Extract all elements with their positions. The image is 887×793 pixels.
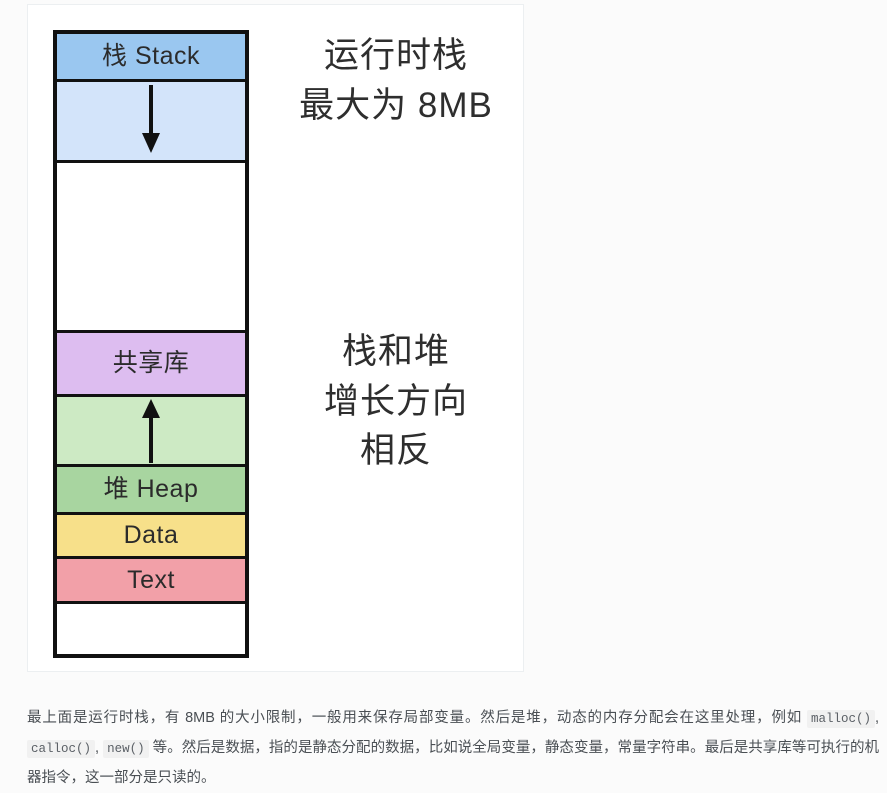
memory-block-data: Data	[57, 515, 245, 559]
memory-block-label-text: Text	[127, 565, 175, 594]
memory-block-stack: 栈 Stack	[57, 34, 245, 82]
annotation-growth-note-line3: 相反	[359, 431, 432, 471]
memory-block-text: Text	[57, 559, 245, 604]
memory-block-unused-gap	[57, 163, 245, 333]
annotation-growth-note-line1: 栈和堆	[341, 332, 450, 371]
annotation-growth-note-line2: 增长方向	[323, 381, 468, 421]
caption-paragraph: 最上面是运行时栈，有 8MB 的大小限制，一般用来保存局部变量。然后是堆，动态的…	[27, 703, 879, 793]
memory-block-bottom-pad	[57, 604, 245, 644]
figure-card: 栈 Stack 共享库 堆 Heap	[27, 4, 524, 672]
arrow-up-icon	[57, 397, 245, 464]
caption-text-part3: ,	[95, 739, 104, 756]
memory-block-heap: 堆 Heap	[57, 467, 245, 515]
memory-block-label-stack: 栈 Stack	[102, 42, 200, 70]
annotation-stack-note-line2: 最大为 8MB	[299, 85, 493, 125]
caption-code-calloc: calloc()	[27, 739, 96, 758]
caption-text-part1: 最上面是运行时栈，有 8MB 的大小限制，一般用来保存局部变量。然后是堆，动态的…	[27, 709, 807, 726]
memory-block-label-heap: 堆 Heap	[103, 475, 199, 503]
memory-block-stack-growth	[57, 82, 245, 163]
memory-layout-diagram: 栈 Stack 共享库 堆 Heap	[53, 30, 249, 658]
memory-block-label-data: Data	[123, 521, 179, 549]
caption-code-malloc: malloc()	[806, 709, 875, 728]
annotation-stack-note-line1: 运行时栈	[323, 36, 468, 75]
caption-text-part2: ,	[874, 709, 879, 726]
annotation-growth-note: 栈和堆 增长方向 相反	[276, 327, 516, 476]
memory-block-label-shared-library: 共享库	[112, 349, 190, 377]
annotation-stack-note: 运行时栈 最大为 8MB	[276, 31, 516, 130]
caption-text-part4: 等。然后是数据，指的是静态分配的数据，比如说全局变量，静态变量，常量字符串。最后…	[27, 739, 879, 786]
memory-block-heap-growth	[57, 397, 245, 467]
caption-code-new: new()	[103, 739, 149, 758]
arrow-down-icon	[57, 82, 245, 160]
memory-block-shared-library: 共享库	[57, 333, 245, 397]
